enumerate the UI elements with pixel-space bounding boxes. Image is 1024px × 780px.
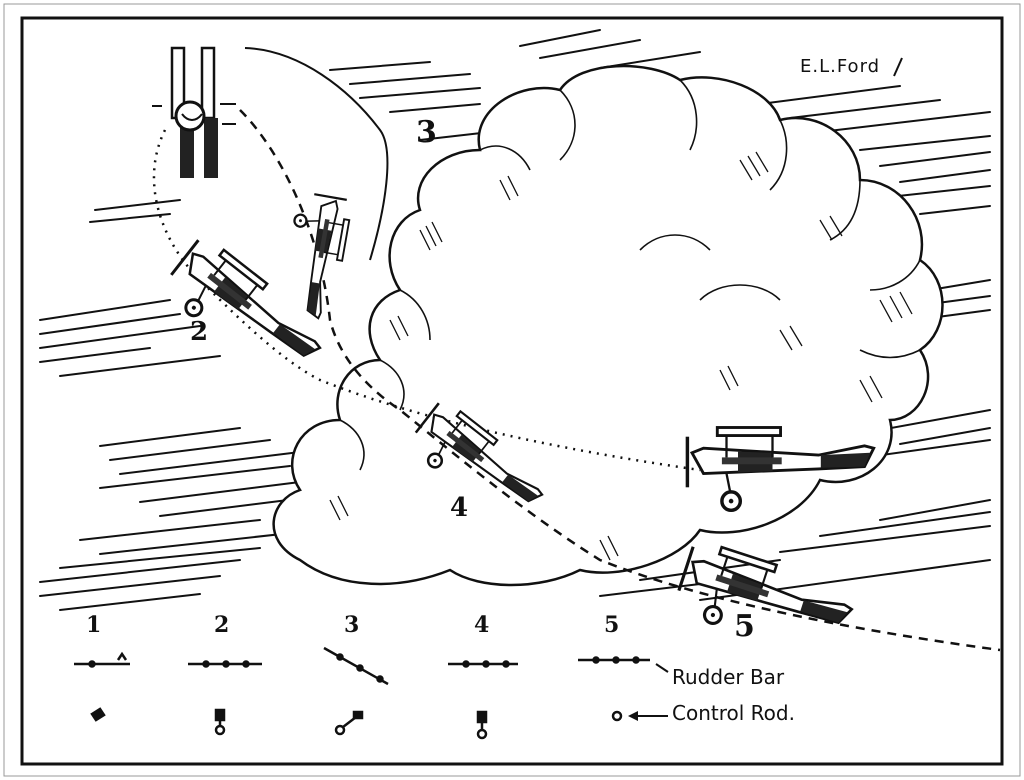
rudder-bar-diagrams bbox=[74, 646, 650, 686]
control-rod-label: Control Rod. bbox=[672, 701, 795, 725]
rudder-bar-pointer bbox=[655, 663, 669, 673]
airplane-position-1 bbox=[152, 46, 236, 178]
diagram-border bbox=[20, 16, 1004, 766]
legend: 1 2 3 4 5 Rudder Bar Control Rod. bbox=[74, 612, 795, 740]
legend-number-5: 5 bbox=[604, 612, 619, 638]
legend-number-4: 4 bbox=[474, 612, 489, 638]
position-label-5: 5 bbox=[734, 609, 755, 644]
artist-signature: E.L.Ford bbox=[800, 56, 880, 77]
position-label-4: 4 bbox=[450, 493, 468, 523]
control-rod-arrow-head bbox=[628, 711, 638, 721]
position-label-3: 3 bbox=[416, 115, 437, 150]
legend-number-1: 1 bbox=[86, 612, 101, 638]
control-rod-diagrams bbox=[90, 707, 623, 740]
signature-tick bbox=[893, 57, 903, 77]
position-label-2: 2 bbox=[190, 317, 208, 347]
legend-number-2: 2 bbox=[214, 612, 229, 638]
rudder-bar-label: Rudder Bar bbox=[672, 665, 785, 689]
flight-path bbox=[152, 47, 1001, 652]
legend-number-3: 3 bbox=[344, 612, 359, 638]
